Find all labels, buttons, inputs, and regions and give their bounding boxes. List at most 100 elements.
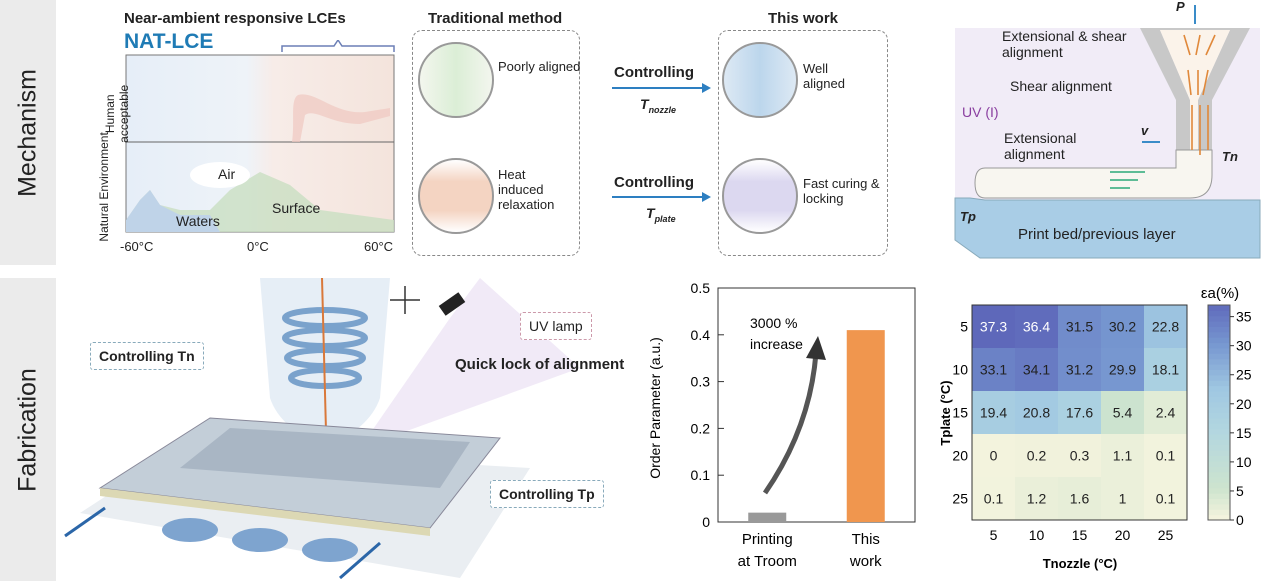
water-shape: [126, 190, 220, 232]
colorbar-tick-label: 0: [1236, 512, 1244, 528]
colorbar-tick-label: 5: [1236, 483, 1244, 499]
colorbar-segment: [1208, 315, 1230, 322]
print-bed-label: Print bed/previous layer: [1018, 226, 1176, 243]
heatmap-cell-value: 0: [990, 448, 998, 464]
colorbar-segment: [1208, 466, 1230, 473]
heatmap-cell-value: 0.1: [1156, 448, 1176, 464]
bar-y-axis-label: Order Parameter (a.u.): [647, 337, 663, 479]
heatmap-y-tick-label: 10: [952, 362, 968, 378]
heatmap-cell-value: 31.5: [1066, 319, 1093, 335]
colorbar-segment: [1208, 348, 1230, 354]
heatmap-y-axis-label: Tplate (°C): [938, 380, 953, 445]
tn-label: Tn: [1222, 149, 1238, 164]
heatmap-x-tick-label: 20: [1115, 527, 1131, 543]
printer-illustration: [64, 278, 580, 580]
panel-a-title: Near-ambient responsive LCEs: [124, 10, 346, 27]
colorbar-segment: [1208, 471, 1230, 478]
heatmap-cell: [972, 348, 1015, 391]
heatmap-frame: [971, 304, 1188, 521]
fast-curing-circle: [722, 158, 798, 234]
well-aligned-label: Well aligned: [803, 61, 845, 91]
colorbar-segment: [1208, 342, 1230, 349]
relaxation-label: Heat induced relaxation: [498, 167, 555, 212]
heatmap-x-tick-label: 15: [1072, 527, 1088, 543]
colorbar-segment: [1208, 401, 1230, 408]
heatmap-cell-value: 33.1: [980, 362, 1007, 378]
heatmap-cell-value: 20.8: [1023, 405, 1050, 421]
heatmap-cell: [1144, 477, 1187, 520]
heatmap-x-tick-label: 5: [990, 527, 998, 543]
velocity-label: v: [1141, 123, 1149, 138]
bar-category-label: This: [852, 531, 880, 548]
colorbar-tick-label: 10: [1236, 454, 1252, 470]
heatmap-cell-value: 0.1: [1156, 491, 1176, 507]
heatmap-cell: [1101, 477, 1144, 520]
traditional-title: Traditional method: [428, 10, 563, 27]
relaxation-circle: [418, 158, 494, 234]
range-brace: [281, 40, 395, 52]
colorbar-segment: [1208, 337, 1230, 344]
colorbar-segment: [1208, 428, 1230, 435]
colorbar-segment: [1208, 417, 1230, 424]
colorbar-segment: [1208, 487, 1230, 494]
heatmap-cell-value: 1.2: [1027, 491, 1047, 507]
colorbar-segment: [1208, 514, 1230, 521]
colorbar-segment: [1208, 321, 1230, 327]
bar-plot-frame: [717, 287, 916, 523]
heatmap-x-tick-label: 10: [1029, 527, 1045, 543]
heatmap-cell: [1015, 434, 1058, 477]
heatmap-cell-value: 1: [1119, 491, 1127, 507]
heatmap-cell-value: 0.1: [984, 491, 1004, 507]
heatmap-cell: [972, 477, 1015, 520]
bar-y-tick-label: 0.2: [691, 420, 711, 436]
heatmap-cell: [972, 391, 1015, 434]
row-label-mechanism: Mechanism: [0, 0, 56, 265]
heatmap-cell: [1015, 305, 1058, 348]
colorbar-tick-label: 15: [1236, 425, 1252, 441]
heatmap-cell-value: 29.9: [1109, 362, 1136, 378]
heatmap-cell: [1015, 391, 1058, 434]
colorbar-segment: [1208, 434, 1230, 440]
colorbar-tick-label: 20: [1236, 396, 1252, 412]
tick-label: 0°C: [247, 239, 269, 254]
heatmap-cell: [1144, 391, 1187, 434]
traditional-box: [412, 30, 580, 256]
move-arrows-icon: [390, 286, 420, 314]
colorbar-label: εa(%): [1201, 285, 1239, 302]
tick-label: 60°C: [364, 239, 394, 254]
tick-label: -60°C: [120, 239, 154, 254]
bar-y-tick-label: 0.4: [691, 327, 711, 343]
this-work-box: [718, 30, 888, 256]
shear-label: Shear alignment: [1010, 78, 1112, 94]
heatmap-cell: [972, 305, 1015, 348]
colorbar-segment: [1208, 460, 1230, 467]
colorbar-segment: [1208, 310, 1230, 317]
colorbar-segment: [1208, 305, 1230, 311]
heatmap-cell-value: 1.1: [1113, 448, 1133, 464]
colorbar-segment: [1208, 396, 1230, 403]
colorbar-segment: [1208, 503, 1230, 510]
y-label-natural: Natural Environment: [97, 132, 112, 242]
poorly-aligned-label: Poorly aligned: [498, 59, 581, 74]
heatmap-y-tick-label: 15: [952, 405, 968, 421]
colorbar-segment: [1208, 439, 1230, 446]
colorbar-segment: [1208, 412, 1230, 419]
heatmap-cell: [1101, 348, 1144, 391]
bar-0: [748, 512, 787, 522]
heatmap-x-axis-label: Tnozzle (°C): [1043, 556, 1118, 571]
bar-annotation-line2: increase: [750, 336, 803, 352]
bar-y-tick-label: 0.3: [691, 374, 711, 390]
quick-lock-label: Quick lock of alignment: [455, 356, 625, 373]
colorbar-tick-label: 30: [1236, 338, 1252, 354]
controlling-tp-label: Controlling Tp: [490, 480, 604, 508]
heatmap-cell: [1058, 391, 1101, 434]
t-nozzle-sub: nozzle: [648, 104, 677, 115]
heatmap-cell: [1101, 434, 1144, 477]
colorbar-segment: [1208, 326, 1230, 333]
t-nozzle-symbol: T: [640, 96, 649, 112]
bar-y-tick-label: 0: [702, 514, 710, 530]
increase-arrow: [762, 352, 819, 495]
poorly-aligned-circle: [418, 42, 494, 118]
label-waters: Waters: [176, 213, 220, 229]
colorbar-segment: [1208, 493, 1230, 499]
